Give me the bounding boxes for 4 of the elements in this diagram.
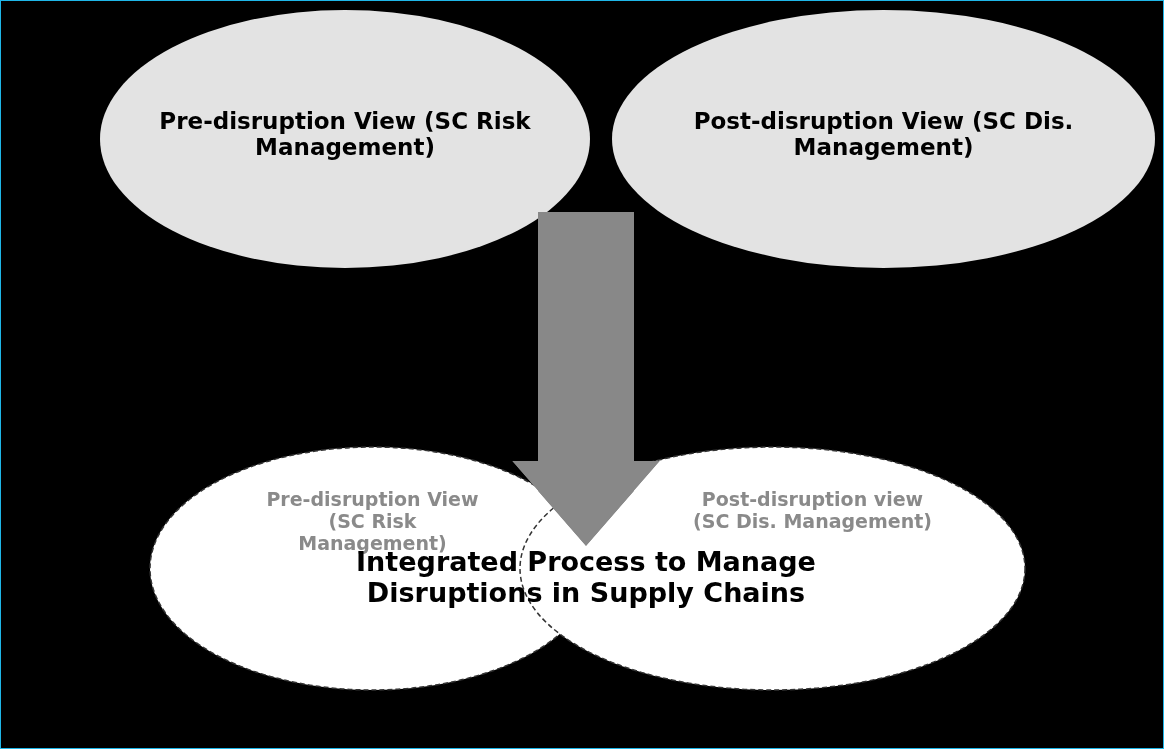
block-arrow bbox=[512, 212, 660, 546]
view-label: Post-disruption View (SC Dis. Management) bbox=[693, 108, 1074, 161]
view-label: Post-disruption view (SC Dis. Management) bbox=[692, 489, 933, 533]
view-label: Pre-disruption View (SC Risk Management) bbox=[158, 108, 532, 161]
